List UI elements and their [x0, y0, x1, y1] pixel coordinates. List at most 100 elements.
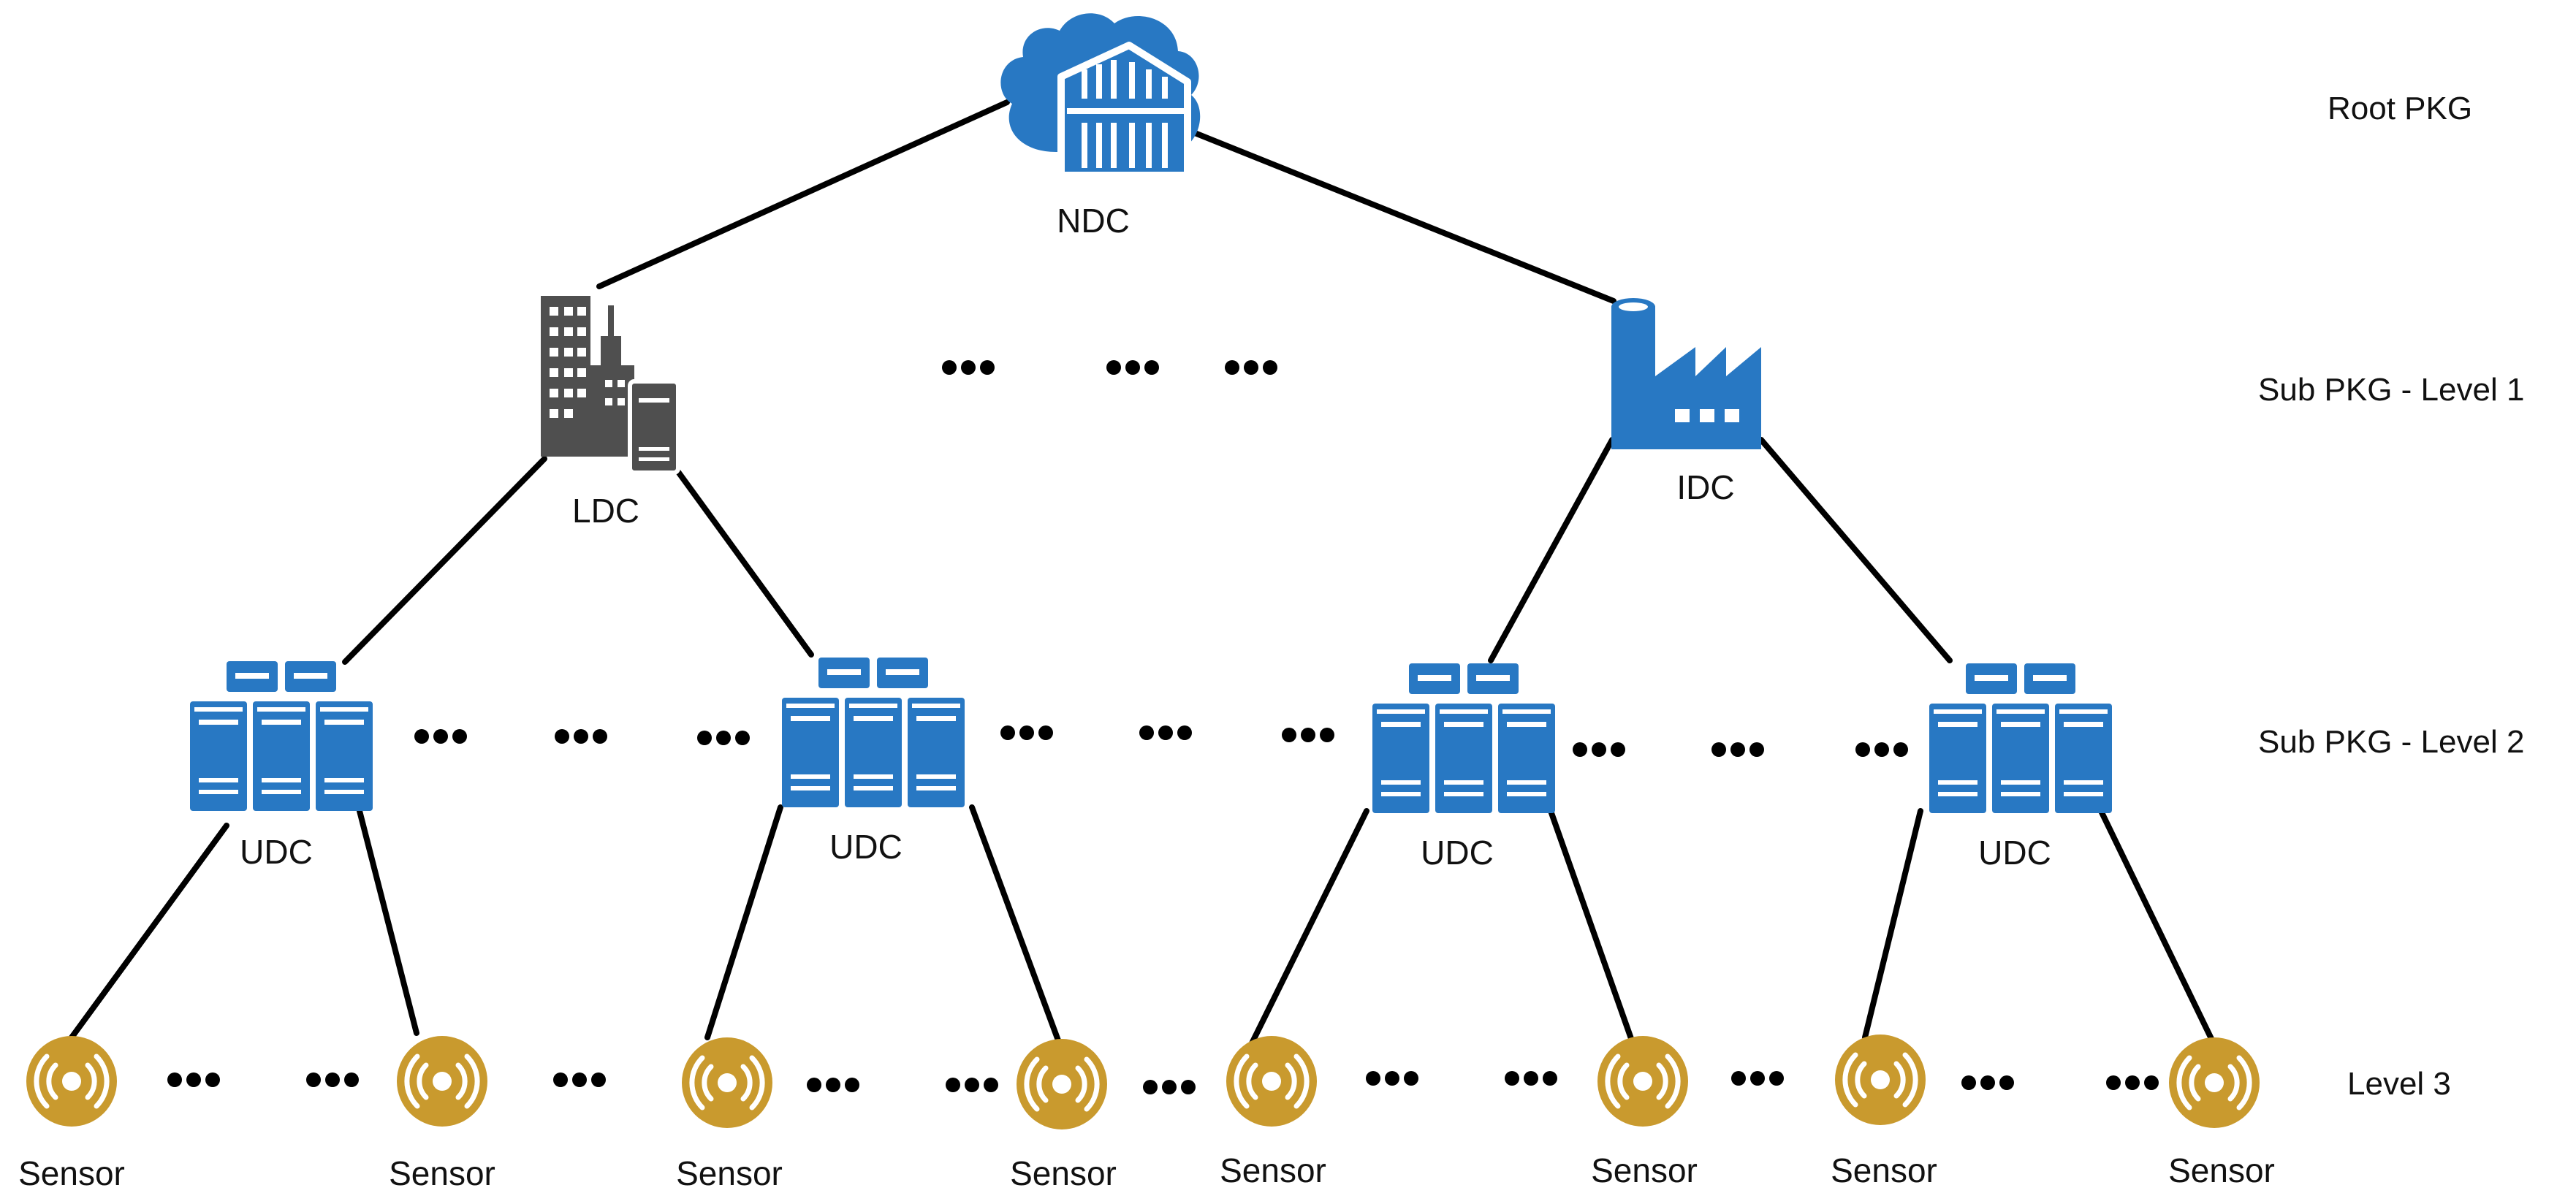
ellipsis-dot	[1999, 1075, 2014, 1090]
ellipsis-18	[1143, 1080, 1196, 1094]
ellipsis-dot	[1181, 1080, 1196, 1094]
edge-udc4-sensor7	[1862, 808, 1923, 1040]
ellipsis-dot	[1143, 1080, 1158, 1094]
edge-udc2-sensor4	[969, 804, 1061, 1043]
sensor-label-3: Sensor	[676, 1154, 783, 1192]
ellipsis-dot	[1106, 360, 1121, 375]
udc-label-3: UDC	[1421, 834, 1494, 872]
level-label-2: Sub PKG - Level 2	[2258, 724, 2524, 760]
level-label-root: Root PKG	[2328, 91, 2472, 126]
ellipsis-dot	[807, 1078, 821, 1092]
ellipsis-dot	[1385, 1071, 1399, 1086]
ellipsis-dot	[946, 1078, 960, 1092]
sensor-label-1: Sensor	[18, 1154, 125, 1192]
ellipsis-dot	[1731, 1071, 1746, 1086]
ellipsis-dot	[1749, 742, 1764, 757]
udc-label-2: UDC	[829, 828, 903, 866]
ellipsis-dot	[1961, 1075, 1976, 1090]
ellipsis-dot	[591, 1072, 606, 1087]
ellipsis-dot	[1573, 742, 1587, 757]
ellipsis-dot	[965, 1078, 979, 1092]
edge-udc3-sensor6	[1548, 808, 1636, 1048]
ellipsis-dot	[961, 360, 976, 375]
ellipsis-dot	[167, 1072, 182, 1087]
ellipsis-dot	[1874, 742, 1889, 757]
ellipsis-dot	[1019, 725, 1034, 740]
ellipsis-dot	[205, 1072, 220, 1087]
ellipsis-dot	[1769, 1071, 1784, 1086]
ellipsis-dot	[1893, 742, 1908, 757]
ellipsis-dot	[1855, 742, 1870, 757]
ellipsis-dot	[1592, 742, 1606, 757]
ellipsis-dot	[574, 729, 588, 744]
ellipsis-dot	[1524, 1071, 1538, 1086]
ellipsis-dot	[325, 1072, 340, 1087]
ellipsis-19	[1366, 1071, 1418, 1086]
sensor-label-6: Sensor	[1591, 1151, 1698, 1189]
ellipsis-dot	[845, 1078, 859, 1092]
sensor-signal-icon	[1597, 1036, 1688, 1127]
ellipsis-dot	[735, 731, 750, 745]
ellipsis-dot	[697, 731, 712, 745]
sensor-signal-icon	[1835, 1035, 1926, 1125]
ellipsis-dot	[1543, 1071, 1557, 1086]
sensor-signal-icon	[2169, 1037, 2260, 1128]
ellipsis-dot	[1611, 742, 1625, 757]
server-rack-icon	[190, 661, 373, 811]
server-rack-icon	[1372, 663, 1555, 813]
factory-icon	[1611, 298, 1761, 449]
ellipsis-dot	[1177, 725, 1192, 740]
edge-udc4-sensor8	[2098, 808, 2217, 1048]
ldc-label: LDC	[572, 492, 639, 530]
ellipsis-2	[1106, 360, 1159, 375]
udc-label-4: UDC	[1978, 834, 2051, 872]
sensor-label-7: Sensor	[1831, 1151, 1937, 1189]
edge-idc-udc3	[1488, 437, 1615, 663]
edge-ndc-idc	[1188, 129, 1616, 304]
ellipsis-dot	[1320, 728, 1334, 742]
ellipsis-dot	[414, 729, 429, 744]
ellipsis-dot	[344, 1072, 359, 1087]
ellipsis-dot	[186, 1072, 201, 1087]
ellipsis-16	[807, 1078, 859, 1092]
ellipsis-23	[2106, 1075, 2159, 1090]
ellipsis-dot	[1711, 742, 1726, 757]
ellipsis-dot	[2144, 1075, 2159, 1090]
ellipsis-17	[946, 1078, 998, 1092]
ellipsis-5	[555, 729, 607, 744]
ellipsis-14	[306, 1072, 359, 1087]
ellipsis-dot	[553, 1072, 568, 1087]
edge-ndc-ldc	[596, 99, 1010, 289]
sensor-signal-icon	[1226, 1036, 1317, 1127]
ellipsis-dot	[2106, 1075, 2121, 1090]
sensor-signal-icon	[682, 1037, 772, 1128]
ellipsis-dot	[1038, 725, 1053, 740]
ellipsis-dot	[1730, 742, 1745, 757]
ellipsis-13	[167, 1072, 220, 1087]
ellipsis-6	[697, 731, 750, 745]
ellipsis-15	[553, 1072, 606, 1087]
ellipsis-dot	[1144, 360, 1159, 375]
sensor-label-5: Sensor	[1220, 1151, 1326, 1189]
sensor-signal-icon	[26, 1036, 117, 1127]
ellipsis-dot	[1980, 1075, 1995, 1090]
city-buildings-icon	[541, 296, 680, 475]
edge-idc-udc4	[1758, 437, 1953, 663]
ellipsis-dot	[1139, 725, 1154, 740]
ellipsis-12	[1855, 742, 1908, 757]
ellipsis-20	[1505, 1071, 1557, 1086]
sensor-label-4: Sensor	[1010, 1154, 1117, 1192]
ellipsis-dot	[1505, 1071, 1519, 1086]
ellipsis-8	[1139, 725, 1192, 740]
ellipsis-11	[1711, 742, 1764, 757]
server-rack-icon	[1929, 663, 2112, 813]
ellipsis-dot	[1366, 1071, 1380, 1086]
edge-udc1-sensor2	[357, 808, 419, 1036]
ellipsis-3	[1225, 360, 1277, 375]
ellipsis-7	[1000, 725, 1053, 740]
level-label-3: Level 3	[2347, 1066, 2451, 1102]
edge-udc2-sensor3	[704, 804, 783, 1040]
ellipsis-dot	[2125, 1075, 2140, 1090]
ellipsis-dot	[1263, 360, 1277, 375]
